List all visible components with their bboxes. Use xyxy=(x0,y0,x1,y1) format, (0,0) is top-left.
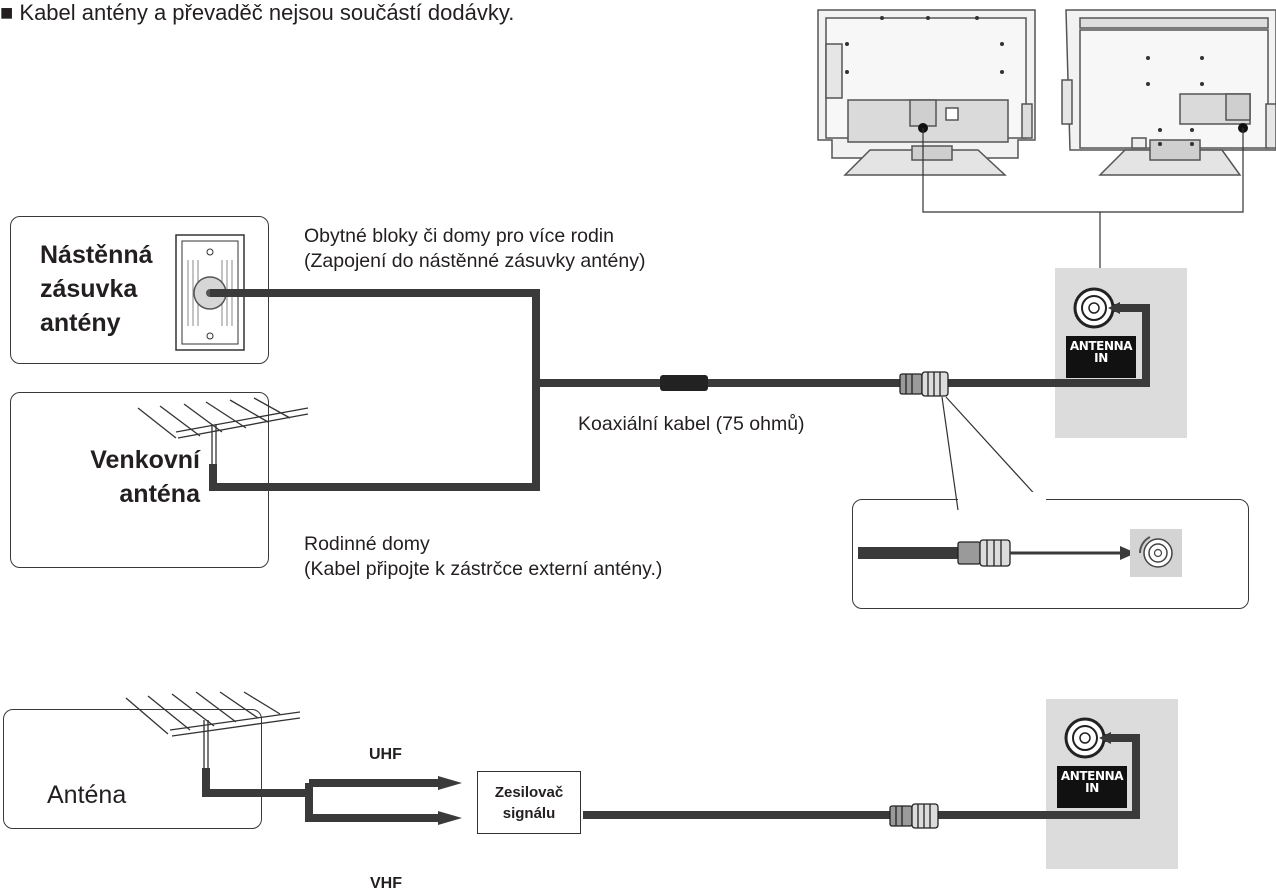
antenna-in-line1: ANTENNA xyxy=(1069,339,1133,353)
uhf-arrow-icon xyxy=(438,776,462,790)
note-text: ■ Kabel antény a převaděč nejsou součást… xyxy=(0,0,515,25)
coax-plug-icon xyxy=(899,371,949,397)
wall-socket-label-line1: Nástěnná xyxy=(40,241,153,269)
arrow-icon xyxy=(1120,546,1136,560)
wall-socket-label-line2: zásuvka xyxy=(40,275,138,303)
yagi-antenna-icon xyxy=(137,397,309,470)
uhf-label: UHF xyxy=(369,746,402,763)
antenna-in-line1-bottom: ANTENNA xyxy=(1060,769,1124,783)
antenna-in-tag-top: ANTENNA IN xyxy=(1066,336,1136,378)
tv-rear-icon xyxy=(817,9,1276,176)
tv-screw-dots xyxy=(845,16,1204,146)
tv-bracket-lines xyxy=(922,128,1244,213)
bottom-cables xyxy=(202,734,1140,822)
coax-caption: Koaxiální kabel (75 ohmů) xyxy=(578,413,805,435)
apartment-caption-line1: Obytné bloky či domy pro více rodin xyxy=(304,225,614,247)
apartment-caption-line2: (Zapojení do nástěnné zásuvky antény) xyxy=(304,250,646,272)
house-caption-line1: Rodinné domy xyxy=(304,533,430,555)
vhf-label: VHF xyxy=(370,875,402,892)
antenna-jack-icon-bottom xyxy=(1064,717,1106,759)
bottom-antenna-label: Anténa xyxy=(47,781,127,809)
wall-socket-label-line3: antény xyxy=(40,309,121,337)
antenna-in-line2-bottom: IN xyxy=(1085,781,1099,795)
outdoor-antenna-box xyxy=(10,392,269,568)
outdoor-antenna-label-line2: anténa xyxy=(119,480,200,508)
house-caption-line2: (Kabel připojte k zástrčce externí antén… xyxy=(304,558,663,580)
antenna-jack-icon xyxy=(1073,287,1115,329)
amplifier-line1: Zesilovač xyxy=(494,783,564,801)
house-caption: Rodinné domy (Kabel připojte k zástrčce … xyxy=(304,532,662,582)
apartment-caption: Obytné bloky či domy pro více rodin (Zap… xyxy=(304,224,645,274)
vhf-arrow-icon xyxy=(438,811,462,825)
antenna-in-line2: IN xyxy=(1094,351,1108,365)
coax-plug-icon-bottom xyxy=(889,803,939,829)
plug-detail xyxy=(858,529,1182,577)
upper-cables xyxy=(209,289,1150,491)
signal-amplifier-box: Zesilovač signálu xyxy=(477,771,581,834)
ferrite-core xyxy=(660,375,708,391)
outdoor-antenna-label-line1: Venkovní xyxy=(90,446,200,474)
amplifier-line2: signálu xyxy=(502,804,556,822)
wall-socket-label: Nástěnná zásuvka antény xyxy=(40,238,153,340)
antenna-in-tag-bottom: ANTENNA IN xyxy=(1057,766,1127,808)
yagi-antenna-icon-bottom xyxy=(125,691,301,770)
outdoor-antenna-label: Venkovní anténa xyxy=(58,443,200,511)
